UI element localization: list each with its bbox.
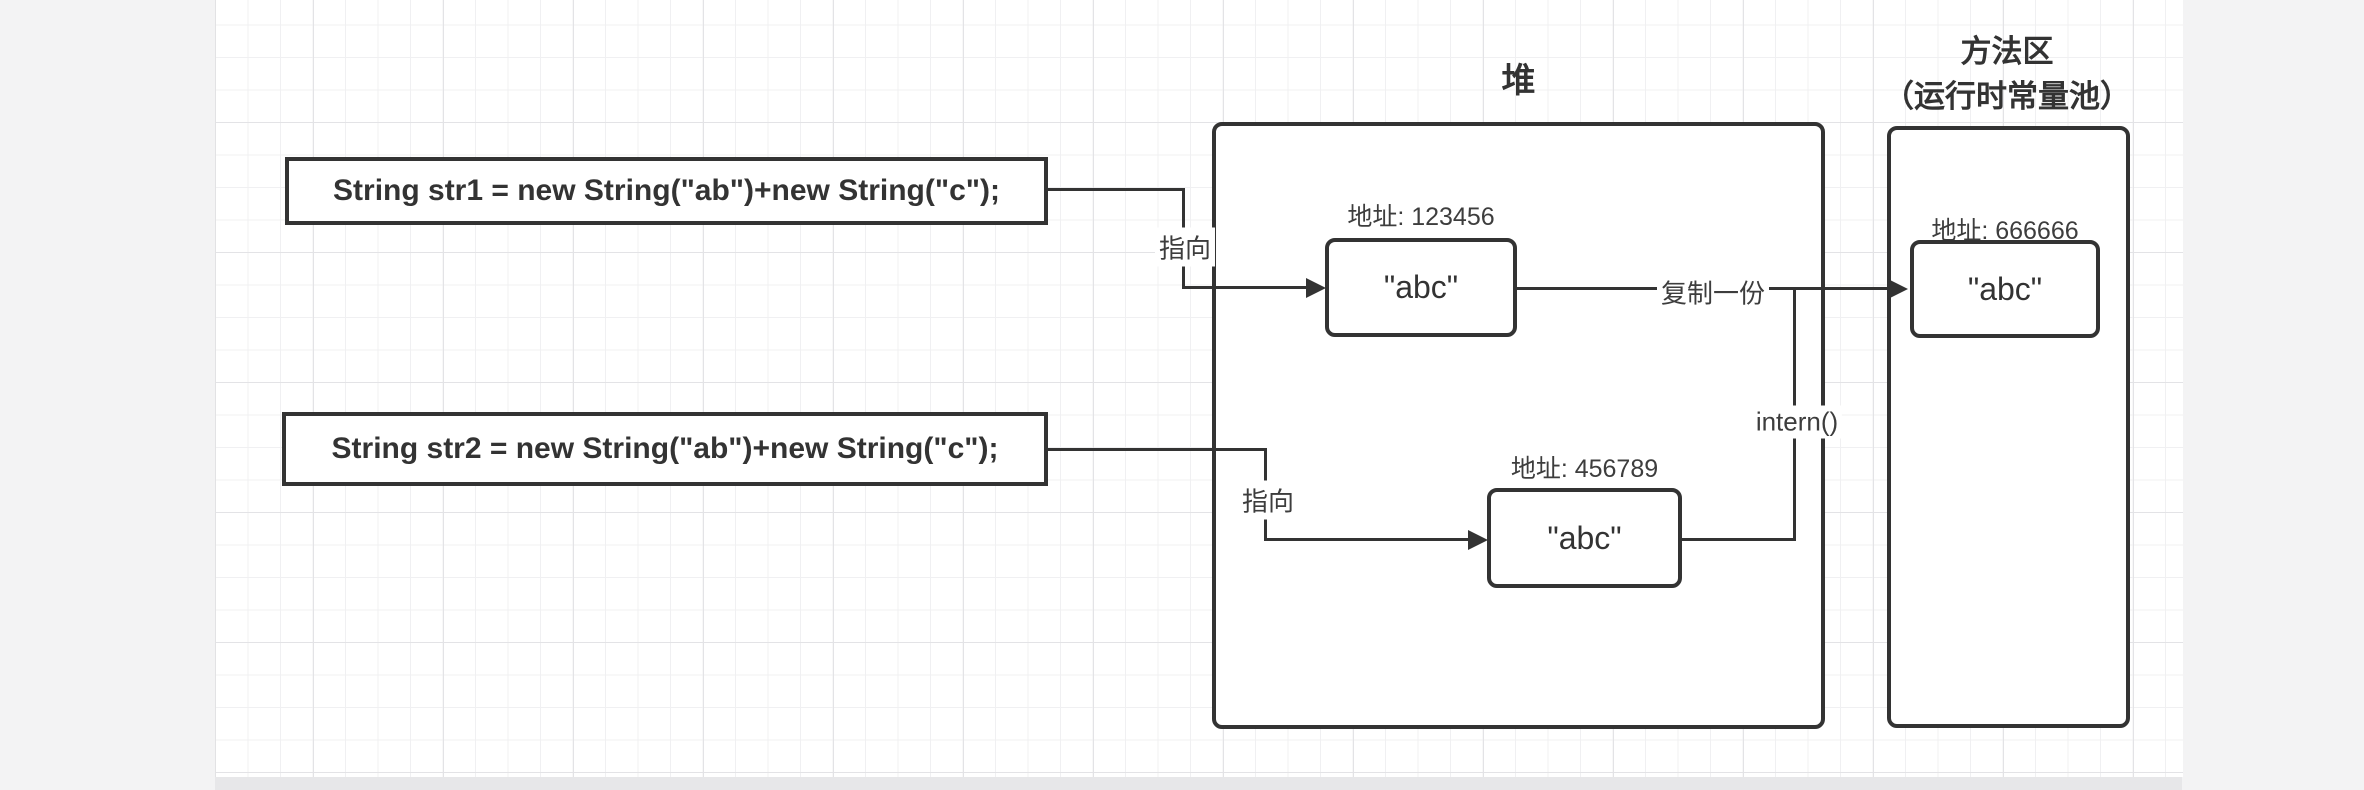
method-area-container[interactable]	[1887, 126, 2130, 728]
connector-segment	[1048, 188, 1185, 191]
heap-object1-address[interactable]: 地址: 123456	[1347, 203, 1495, 231]
edge-label-copy[interactable]: 复制一份	[1656, 272, 1770, 312]
connector-segment	[1682, 538, 1796, 541]
connector-segment	[1048, 448, 1267, 451]
arrow-right-icon	[1468, 530, 1488, 550]
heap-object2-box[interactable]: "abc"	[1487, 488, 1682, 588]
diagram-canvas[interactable]	[215, 0, 2183, 777]
horizontal-scrollbar[interactable]	[215, 777, 2182, 790]
method-area-title-line1: 方法区	[1960, 34, 2054, 69]
heap-object1-box[interactable]: "abc"	[1325, 238, 1517, 337]
heap-object2-address[interactable]: 地址: 456789	[1510, 455, 1659, 483]
arrow-right-icon	[1888, 279, 1908, 299]
code-box-str1[interactable]: String str1 = new String("ab")+new Strin…	[285, 157, 1048, 225]
method-area-title[interactable]: 方法区 （运行时常量池）	[1827, 29, 2187, 119]
method-area-title-line2: （运行时常量池）	[1883, 79, 2131, 114]
heap-container[interactable]	[1212, 122, 1825, 729]
edge-label-intern[interactable]: intern()	[1751, 405, 1843, 439]
edge-label-points-to-1[interactable]: 指向	[1154, 227, 1216, 267]
code-box-str2[interactable]: String str2 = new String("ab")+new Strin…	[282, 412, 1048, 486]
pool-object-box[interactable]: "abc"	[1910, 240, 2100, 338]
connector-segment	[1182, 286, 1307, 289]
heap-title[interactable]: 堆	[1501, 62, 1536, 100]
connector-segment	[1264, 538, 1469, 541]
edge-label-points-to-2[interactable]: 指向	[1237, 480, 1299, 520]
arrow-right-icon	[1306, 278, 1326, 298]
